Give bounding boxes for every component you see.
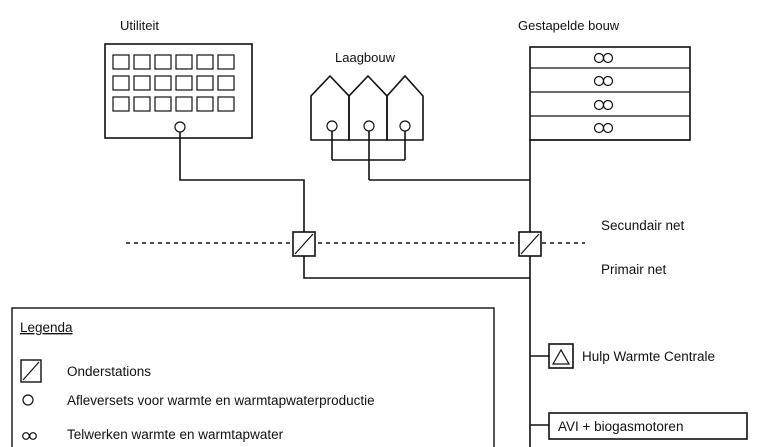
utiliteit-label: Utiliteit [120, 18, 159, 33]
laagbouw-label: Laagbouw [335, 50, 396, 65]
delivery-set-icon [22, 394, 34, 406]
delivery-set-icon [174, 121, 186, 133]
legend-box [11, 307, 495, 447]
avi-biogasmotoren: AVI + biogasmotoren [548, 412, 748, 440]
gestapelde-bouw-building [529, 46, 691, 141]
legend-item-delivery-set: Afleversets voor warmte en warmtapwaterp… [22, 393, 375, 408]
substation-right [518, 231, 542, 257]
delivery-set-icon [363, 120, 375, 132]
meter-icon [593, 52, 605, 64]
legend: Legenda Onderstations Afleversets voor w… [11, 307, 495, 447]
hulp-warmte-centrale-label: Hulp Warmte Centrale [582, 349, 715, 364]
utiliteit-windows [112, 54, 235, 112]
laagbouw-houses [310, 74, 424, 141]
legend-title: Legenda [20, 320, 73, 335]
meter-icon [593, 122, 605, 134]
hulp-warmte-centrale: Hulp Warmte Centrale [548, 343, 715, 369]
meter-icon [593, 75, 605, 87]
legend-item-substation: Onderstations [20, 359, 151, 383]
legend-item-label: Telwerken warmte en warmtapwater [67, 427, 284, 442]
substation-left [292, 231, 316, 257]
primary-piping [303, 256, 549, 447]
delivery-set-icon [326, 120, 338, 132]
meter-icon [593, 99, 605, 111]
primair-net-label: Primair net [601, 262, 667, 277]
gestapelde-bouw-label: Gestapelde bouw [518, 18, 620, 33]
triangle-icon [551, 348, 571, 365]
secondary-piping [179, 131, 531, 232]
delivery-set-icon [399, 120, 411, 132]
avi-biogasmotoren-label: AVI + biogasmotoren [558, 419, 683, 434]
utiliteit-building [104, 43, 253, 139]
legend-item-meter: Telwerken warmte en warmtapwater [22, 427, 284, 442]
secundair-net-label: Secundair net [601, 218, 685, 233]
legend-item-label: Onderstations [67, 364, 151, 379]
legend-item-label: Afleversets voor warmte en warmtapwaterp… [67, 393, 375, 408]
